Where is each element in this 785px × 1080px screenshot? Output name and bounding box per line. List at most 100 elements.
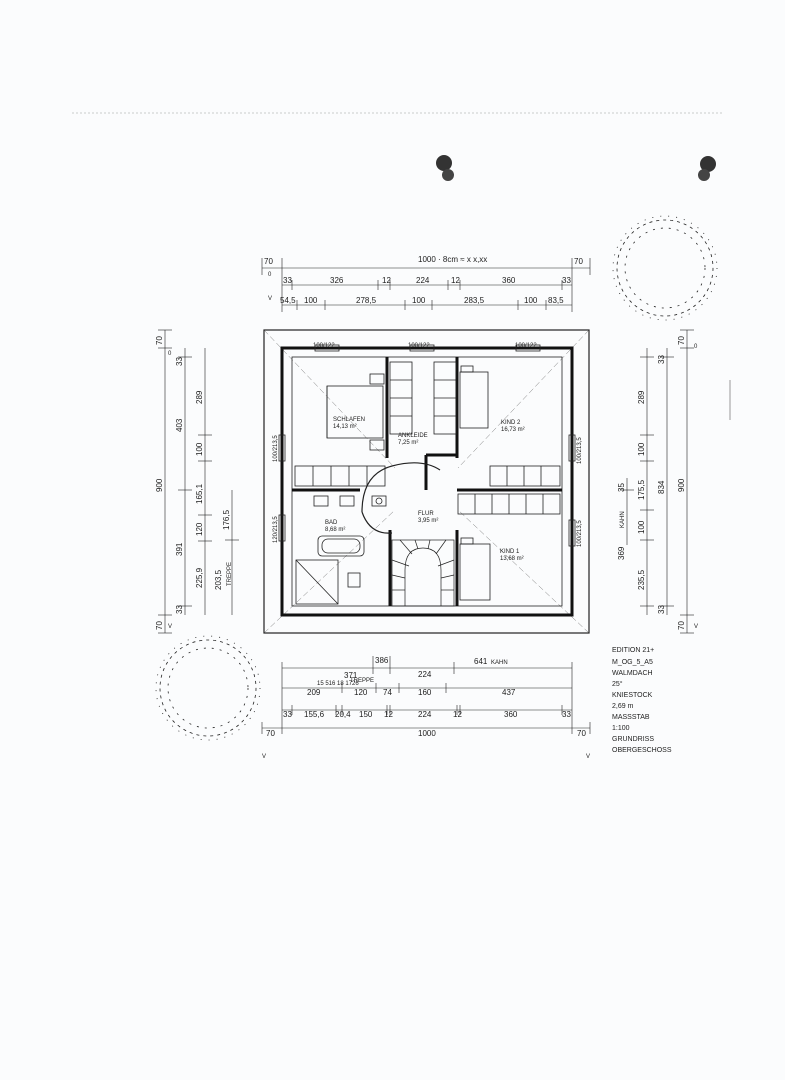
v-mark-top: V <box>268 296 272 302</box>
dim-top-70-right: 70 <box>574 257 583 266</box>
dim-bottom-224: 224 <box>418 710 432 719</box>
room-name-flur: FLUR <box>418 511 434 517</box>
legend-line-3: WALMDACH <box>612 670 653 677</box>
room-name-kind-2: KIND 2 <box>501 420 521 426</box>
room-area-bad: 8,68 m² <box>325 527 345 533</box>
dim-top-83-5: 83,5 <box>548 296 564 305</box>
punch-hole-right <box>698 156 716 181</box>
dim-bottom-12a: 12 <box>384 710 393 719</box>
dim-right-369: 369 <box>617 546 626 560</box>
dim-left-900: 900 <box>155 478 164 492</box>
tree-symbol-top-right <box>612 215 718 321</box>
legend-line-8: 1:100 <box>612 725 630 732</box>
window-marks <box>278 344 576 547</box>
dim-bottom-150: 150 <box>359 710 373 719</box>
dim-bottom-437: 437 <box>502 688 516 697</box>
dim-right-900: 900 <box>677 478 686 492</box>
left-dimension-chains: 70 900 70 33 403 391 33 289 100 165,1 12… <box>155 329 239 634</box>
staircase <box>391 539 455 607</box>
bathroom-fixtures <box>295 495 387 605</box>
handwritten-dimension-note: 1000 · 8cm ≈ x x,xx <box>418 255 487 264</box>
dim-left-391: 391 <box>175 542 184 556</box>
window-label-1: 100/122 <box>313 343 335 349</box>
room-name-kind-1: KIND 1 <box>500 549 520 555</box>
dim-bottom-treppe-label: TREPPE <box>350 678 374 684</box>
dim-bottom-74: 74 <box>383 688 392 697</box>
dim-left-70-bottom: 70 <box>155 621 164 630</box>
dim-bottom-70-right: 70 <box>577 729 586 738</box>
room-name-bad: BAD <box>325 520 338 526</box>
room-area-kind-1: 13,68 m² <box>500 556 524 562</box>
dim-right-235-5: 235,5 <box>637 569 646 590</box>
hall-curve <box>361 462 441 534</box>
room-name-ankleide: ANKLEIDE <box>398 433 428 439</box>
legend-line-1: EDITION 21+ <box>612 647 654 654</box>
dim-bottom-209: 209 <box>307 688 321 697</box>
dim-right-289: 289 <box>637 390 646 404</box>
v-mark-left: V <box>168 624 172 630</box>
dim-left-225-9: 225,9 <box>195 567 204 588</box>
legend-line-2: M_OG_5_A5 <box>612 659 653 666</box>
dim-top-100b: 100 <box>412 296 426 305</box>
dim-left-70-top: 70 <box>155 336 164 345</box>
dim-right-kahn-label: KAHN <box>620 511 626 528</box>
window-label-4: 100/213,5 <box>273 435 279 462</box>
interior-walls <box>292 357 562 606</box>
o-mark-top: 0 <box>268 272 272 278</box>
window-label-7: 100/213,5 <box>577 520 583 547</box>
dim-left-203-5: 203,5 <box>214 569 223 590</box>
dim-bottom-20-4: 20,4 <box>335 710 351 719</box>
legend-line-7: MASSSTAB <box>612 714 650 721</box>
dim-right-100b: 100 <box>637 520 646 534</box>
punch-hole-left <box>436 155 454 181</box>
dim-left-289: 289 <box>195 390 204 404</box>
dim-left-33-top: 33 <box>175 357 184 366</box>
dim-bottom-70-left: 70 <box>266 729 275 738</box>
dim-top-33: 33 <box>283 276 292 285</box>
dim-left-33-bottom: 33 <box>175 605 184 614</box>
dim-top-326: 326 <box>330 276 344 285</box>
v-mark-bottom-right: V <box>586 754 590 760</box>
room-name-schlafen: SCHLAFEN <box>333 417 365 423</box>
dim-left-100: 100 <box>195 442 204 456</box>
window-label-5: 100/213,5 <box>577 437 583 464</box>
dim-bottom-160: 160 <box>418 688 432 697</box>
dim-top-33b: 33 <box>562 276 571 285</box>
dim-bottom-360: 360 <box>504 710 518 719</box>
dim-bottom-kahn-label: KAHN <box>491 660 508 666</box>
legend-line-5: KNIESTOCK <box>612 692 653 699</box>
legend-line-4: 25° <box>612 680 623 688</box>
room-area-kind-2: 16,73 m² <box>501 427 525 433</box>
dim-right-33-bottom: 33 <box>657 605 666 614</box>
legend-line-10: OBERGESCHOSS <box>612 747 672 754</box>
dim-top-54-5: 54,5 <box>280 296 296 305</box>
dim-top-70-left: 70 <box>264 257 273 266</box>
dim-bottom-1000: 1000 <box>418 729 436 738</box>
dim-bottom-treppe-sub: 15 516 18 1726 <box>317 681 359 687</box>
dim-top-100c: 100 <box>524 296 538 305</box>
dim-left-403: 403 <box>175 418 184 432</box>
dim-right-70-top: 70 <box>677 336 686 345</box>
dim-right-834: 834 <box>657 480 666 494</box>
window-label-3: 100/122 <box>515 343 537 349</box>
dim-bottom-33-right: 33 <box>562 710 571 719</box>
dim-top-283-5: 283,5 <box>464 296 485 305</box>
dim-bottom-33-left: 33 <box>283 710 292 719</box>
v-mark-bottom-left: V <box>262 754 266 760</box>
dim-top-12: 12 <box>382 276 391 285</box>
window-label-6: 120/213,5 <box>273 516 279 543</box>
bottom-dimension-chains: 371 TREPPE 386 224 641 KAHN 15 516 18 17… <box>261 656 591 760</box>
legend-line-6: 2,69 m <box>612 703 634 710</box>
v-mark-right: V <box>694 624 698 630</box>
dim-right-70-bottom: 70 <box>677 621 686 630</box>
dim-top-12b: 12 <box>451 276 460 285</box>
dim-left-treppe-label: TREPPE <box>227 562 233 586</box>
dim-bottom-371: 371 <box>344 671 358 680</box>
room-area-flur: 3,95 m² <box>418 518 438 524</box>
wardrobes <box>294 361 561 515</box>
right-dimension-chains: 70 900 70 834 33 289 100 175,5 100 235,5… <box>617 329 698 634</box>
beds <box>326 365 491 601</box>
legend-line-9: GRUNDRISS <box>612 736 654 743</box>
roof-outline <box>263 329 590 634</box>
